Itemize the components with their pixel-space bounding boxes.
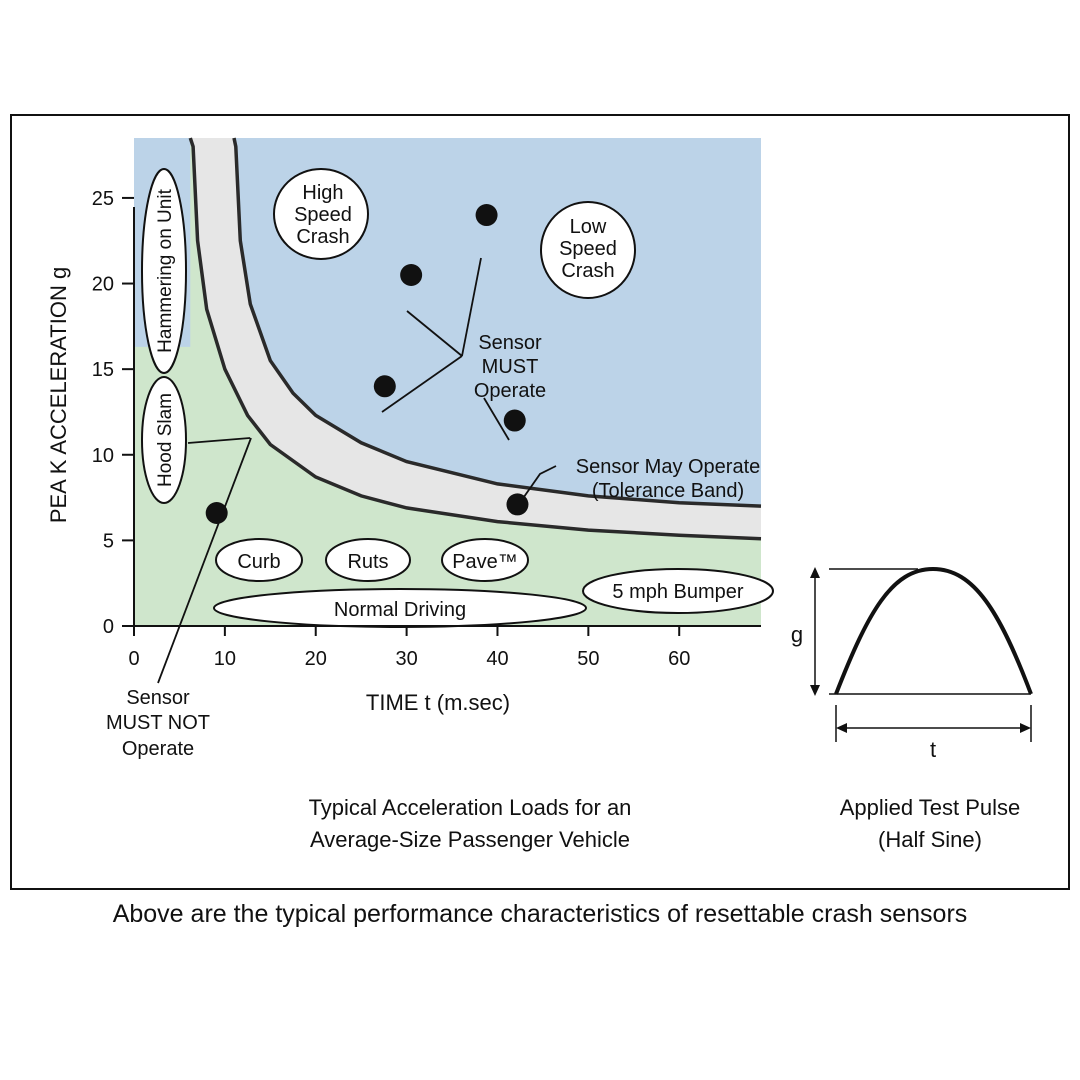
- x-axis-label: TIME t (m.sec): [366, 690, 510, 715]
- x-tick-label-60: 60: [668, 648, 690, 670]
- bumper-oval: 5 mph Bumper: [582, 568, 774, 614]
- high-speed-line-1: High: [302, 182, 343, 204]
- y-tick-label-25: 25: [92, 188, 114, 210]
- tolerance-band: [190, 138, 762, 539]
- must-not-operate-line-1: Sensor: [126, 687, 190, 709]
- x-tick-label-30: 30: [395, 648, 417, 670]
- high-speed-line-3: Crash: [296, 226, 349, 248]
- test-pulse-diagram: g t Applied Test Pulse (Half Sine): [791, 566, 1033, 852]
- tolerance-line-1: Sensor May Operate: [576, 456, 761, 478]
- pulse-g-label: g: [791, 622, 803, 647]
- pave-label: Pave™: [452, 551, 518, 573]
- chart-title-line-1: Typical Acceleration Loads for an: [309, 795, 632, 820]
- data-point-3: [475, 204, 498, 227]
- low-speed-line-3: Crash: [561, 260, 614, 282]
- figure-caption: Above are the typical performance charac…: [112, 900, 968, 928]
- y-axis-label: PEA K ACCELERATION g: [46, 267, 71, 523]
- pave-oval: Pave™: [441, 538, 529, 582]
- half-sine-curve: [834, 566, 1033, 695]
- data-point-1: [373, 375, 396, 398]
- y-tick-label-20: 20: [92, 274, 114, 296]
- pulse-title-line-1: Applied Test Pulse: [840, 795, 1021, 820]
- leader-lines: [157, 257, 557, 684]
- x-tick-label-40: 40: [486, 648, 508, 670]
- normal-driving-oval: Normal Driving: [213, 588, 587, 628]
- curb-oval: Curb: [215, 538, 303, 582]
- data-point-2: [400, 263, 423, 286]
- chart-title-line-2: Average-Size Passenger Vehicle: [310, 827, 630, 852]
- x-tick-label-0: 0: [128, 648, 139, 670]
- low-speed-crash-circle: Low Speed Crash: [540, 201, 636, 299]
- axes: 0 10 20 30 40 50 60 0 5 10 15 20 25: [92, 188, 761, 670]
- x-tick-label-50: 50: [577, 648, 599, 670]
- hood-slam-oval: Hood Slam: [141, 376, 187, 504]
- tolerance-line-2: (Tolerance Band): [592, 480, 744, 502]
- y-tick-label-0: 0: [103, 616, 114, 638]
- x-tick-label-20: 20: [305, 648, 327, 670]
- data-point-4: [503, 409, 526, 432]
- data-point-6: [205, 501, 228, 524]
- data-point-5: [506, 493, 529, 516]
- tolerance-upper-curve: [232, 137, 762, 508]
- ruts-label: Ruts: [347, 551, 388, 573]
- data-points: [205, 204, 529, 524]
- high-speed-crash-circle: High Speed Crash: [273, 168, 369, 260]
- must-not-operate-line-3: Operate: [122, 738, 194, 760]
- curb-label: Curb: [237, 551, 280, 573]
- y-tick-label-5: 5: [103, 530, 114, 552]
- normal-driving-label: Normal Driving: [334, 599, 466, 621]
- must-not-operate-line-2: MUST NOT: [106, 712, 210, 734]
- y-tick-label-10: 10: [92, 445, 114, 467]
- pulse-title-line-2: (Half Sine): [878, 827, 982, 852]
- must-operate-line-3: Operate: [474, 380, 546, 402]
- figure-frame: [10, 114, 1070, 890]
- y-tick-label-15: 15: [92, 359, 114, 381]
- hammering-label: Hammering on Unit: [155, 188, 176, 352]
- pulse-t-label: t: [930, 737, 936, 762]
- ruts-oval: Ruts: [325, 538, 411, 582]
- low-speed-line-2: Speed: [559, 238, 617, 260]
- x-tick-label-10: 10: [214, 648, 236, 670]
- hammering-oval: Hammering on Unit: [141, 168, 187, 374]
- high-speed-line-2: Speed: [294, 204, 352, 226]
- bumper-label: 5 mph Bumper: [612, 581, 744, 603]
- low-speed-line-1: Low: [570, 216, 607, 238]
- must-operate-line-1: Sensor: [478, 332, 542, 354]
- tolerance-lower-curve: [188, 137, 762, 541]
- must-operate-line-2: MUST: [482, 356, 539, 378]
- hood-slam-label: Hood Slam: [155, 393, 176, 487]
